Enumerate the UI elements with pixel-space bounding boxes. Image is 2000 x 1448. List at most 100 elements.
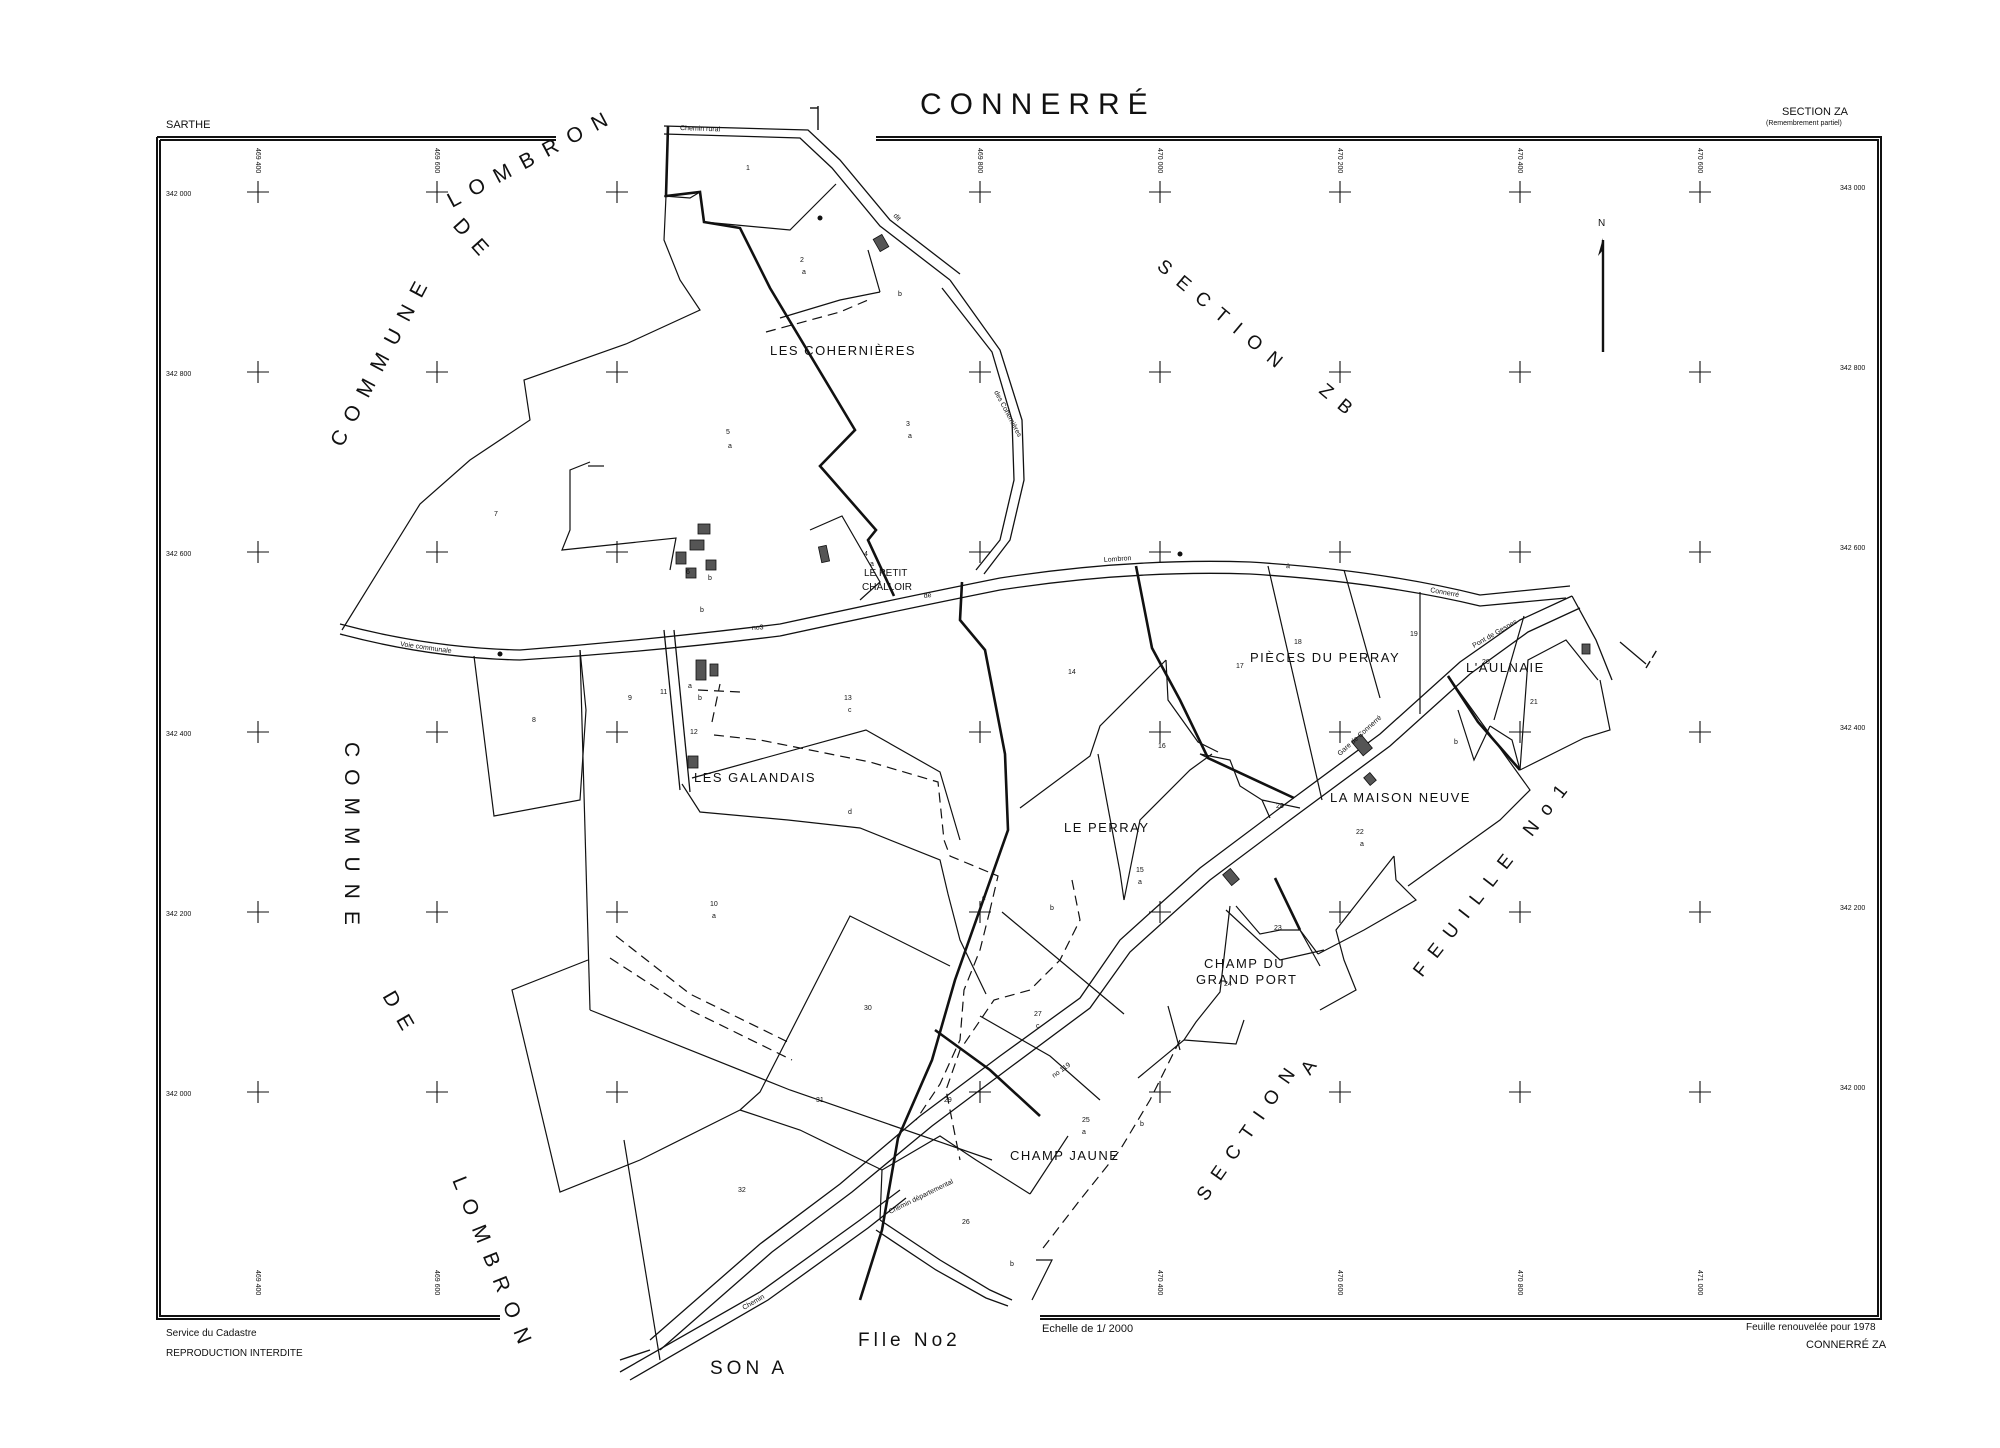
- y-coordinate-left: 342 800: [166, 371, 191, 378]
- parcel-number[interactable]: 19: [1410, 631, 1418, 638]
- x-coordinate-bottom: 469 400: [254, 1270, 261, 1295]
- road-a: à: [1286, 563, 1290, 570]
- parcel-number[interactable]: 32: [738, 1187, 746, 1194]
- subparcel-letter: d: [848, 809, 852, 816]
- parcel-number[interactable]: 7: [494, 511, 498, 518]
- survey-markers: [497, 106, 1659, 1361]
- place-cohernieres: LES COHERNIÈRES: [770, 343, 916, 358]
- parcel-numbers: 1234567891011121314151617181920212223242…: [494, 165, 1538, 1268]
- building: [1581, 643, 1591, 655]
- subparcel-letter: b: [700, 607, 704, 614]
- parcel-number[interactable]: 14: [1068, 669, 1076, 676]
- x-coordinate-top: 469 600: [433, 148, 440, 173]
- parcel-number[interactable]: 9: [628, 695, 632, 702]
- x-coordinate-bottom: 470 800: [1516, 1270, 1523, 1295]
- commune-title: CONNERRÉ: [920, 88, 1156, 121]
- building: [705, 559, 717, 571]
- place-petit: LE PETIT: [864, 568, 907, 579]
- road-connerre: Connerré: [1430, 587, 1460, 599]
- adjacent-section-label: SON A: [710, 1358, 788, 1379]
- parcel-lines: [341, 183, 1611, 1361]
- commune-top-label: COMMUNE: [326, 268, 438, 451]
- subparcel-letter: a: [802, 269, 806, 276]
- map-frame: [156, 136, 1882, 1320]
- parcel-number[interactable]: 2: [800, 257, 804, 264]
- building: [817, 544, 831, 564]
- parcel-number[interactable]: 18: [1294, 639, 1302, 646]
- place-challoir: CHALLOIR: [862, 582, 912, 593]
- y-coordinate-right: 342 400: [1840, 725, 1865, 732]
- grid-crosses: [247, 181, 1711, 1103]
- parcel-number[interactable]: 15: [1136, 867, 1144, 874]
- subparcel-letter: b: [698, 695, 702, 702]
- place-aulnaie: L'AULNAIE: [1466, 660, 1545, 675]
- parcel-number[interactable]: 10: [710, 901, 718, 908]
- building: [675, 551, 687, 565]
- x-coordinate-top: 470 000: [1156, 148, 1163, 173]
- place-maison-neuve: LA MAISON NEUVE: [1330, 790, 1471, 805]
- y-coordinate-left: 342 200: [166, 911, 191, 918]
- lombron-top-label: LOMBRON: [444, 103, 623, 213]
- parcel-number[interactable]: 20: [1482, 659, 1490, 666]
- parcel-number[interactable]: 16: [1158, 743, 1166, 750]
- x-coordinate-top: 469 800: [976, 148, 983, 173]
- road-cd: Chemin départemental: [888, 1178, 955, 1216]
- parcel-number[interactable]: 31: [816, 1097, 824, 1104]
- subparcel-letter: a: [908, 433, 912, 440]
- y-coordinate-left: 342 000: [166, 1091, 191, 1098]
- parcel-number[interactable]: 3: [906, 421, 910, 428]
- x-coordinate-top: 470 200: [1336, 148, 1343, 173]
- parcel-number[interactable]: 22: [1356, 829, 1364, 836]
- subparcel-letter: a: [1138, 879, 1142, 886]
- subparcel-letter: b: [1454, 739, 1458, 746]
- road-names: Chemin rural dit des Cohernières Voie co…: [400, 125, 1519, 1312]
- subparcel-letter: a: [688, 683, 692, 690]
- parcel-number[interactable]: 1: [746, 165, 750, 172]
- x-coordinate-bottom: 470 400: [1156, 1270, 1163, 1295]
- buildings: [675, 233, 1591, 887]
- parcel-number[interactable]: 27: [1034, 1011, 1042, 1018]
- road-des-cohernieres: des Cohernières: [992, 390, 1023, 439]
- sheet-ref-label: CONNERRÉ ZA: [1806, 1338, 1887, 1351]
- subparcel-letter: b: [1140, 1121, 1144, 1128]
- subparcel-letter: b: [1010, 1261, 1014, 1268]
- parcel-number[interactable]: 25: [1082, 1117, 1090, 1124]
- scale-label: Echelle de 1/ 2000: [1042, 1323, 1133, 1335]
- parcel-number[interactable]: 26: [962, 1219, 970, 1226]
- parcel-number[interactable]: 6: [686, 569, 690, 576]
- road-lombron: Lombron: [1104, 555, 1132, 564]
- building: [695, 659, 707, 681]
- parcel-number[interactable]: 11: [660, 689, 667, 696]
- parcel-number[interactable]: 13: [844, 695, 852, 702]
- parcel-number[interactable]: 28: [1276, 803, 1284, 810]
- road-no119: no 119: [1051, 1062, 1072, 1080]
- parcel-number[interactable]: 23: [1274, 925, 1282, 932]
- building: [1363, 772, 1377, 786]
- parcel-number[interactable]: 24: [1224, 981, 1232, 988]
- subparcel-letter: c: [1036, 1023, 1040, 1030]
- parcel-number[interactable]: 12: [690, 729, 698, 736]
- road-de: de: [923, 592, 932, 600]
- coordinate-labels: 469 400 469 600 469 800 470 000 470 200 470 4…: [166, 148, 1865, 1295]
- building: [687, 755, 699, 769]
- y-coordinate-right: 342 800: [1840, 365, 1865, 372]
- place-names: LES COHERNIÈRES LE PETIT CHALLOIR LES GA…: [694, 343, 1545, 1163]
- commune-boundary: [664, 125, 1521, 1301]
- parcel-number[interactable]: 21: [1530, 699, 1538, 706]
- place-pieces-perray: PIÈCES DU PERRAY: [1250, 650, 1400, 665]
- y-coordinate-left: 342 000: [166, 191, 191, 198]
- parcel-number[interactable]: 8: [532, 717, 536, 724]
- parcel-number[interactable]: 17: [1236, 663, 1244, 670]
- parcel-number[interactable]: 30: [864, 1005, 872, 1012]
- building: [685, 567, 697, 579]
- x-coordinate-bottom: 470 600: [1336, 1270, 1343, 1295]
- parcel-number[interactable]: 29: [944, 1097, 952, 1104]
- parcel-number[interactable]: 5: [726, 429, 730, 436]
- road-dit: dit: [892, 213, 902, 223]
- building: [689, 539, 705, 551]
- y-coordinate-right: 342 600: [1840, 545, 1865, 552]
- parcel-number[interactable]: 4: [864, 551, 868, 558]
- north-arrow: N: [1598, 218, 1605, 352]
- y-coordinate-left: 342 600: [166, 551, 191, 558]
- section-label: SECTION ZA: [1782, 106, 1849, 118]
